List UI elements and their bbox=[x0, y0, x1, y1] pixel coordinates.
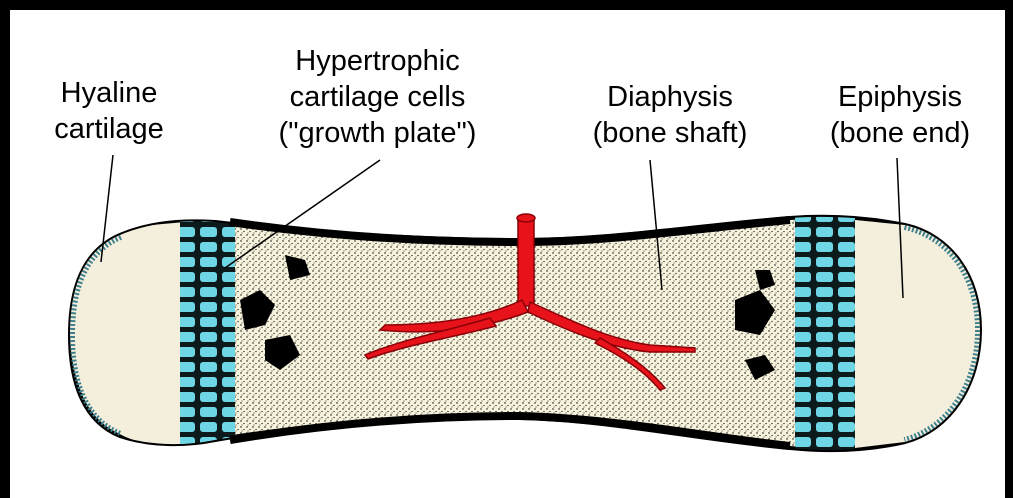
hyaline-cartilage-right bbox=[855, 220, 980, 448]
diaphysis-marrow bbox=[240, 254, 780, 410]
growth-plate-left bbox=[180, 215, 235, 455]
growth-plate-right bbox=[795, 210, 855, 460]
